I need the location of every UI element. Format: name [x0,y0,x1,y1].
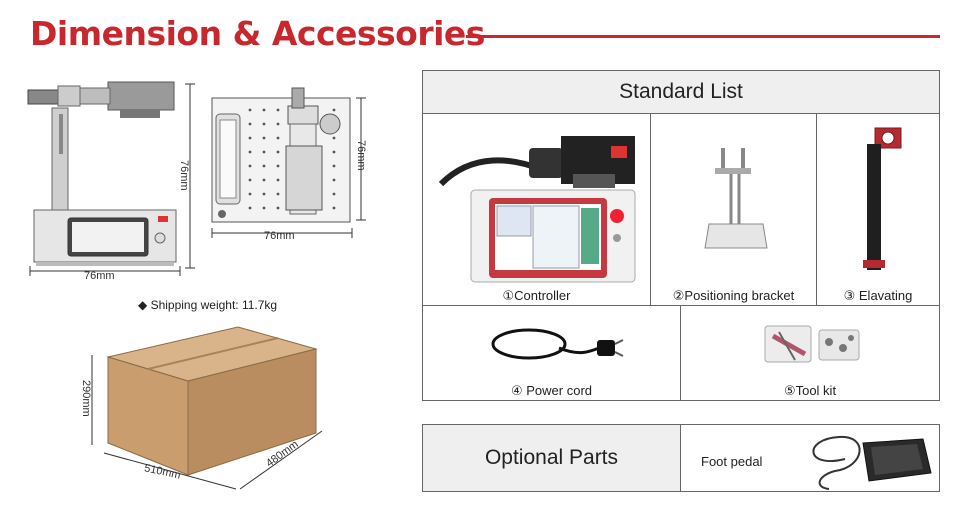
positioning-bracket-image [704,148,768,249]
controller-image [438,136,636,283]
standard-list-header: Standard List [422,70,940,114]
power-cord-label: ④ Power cord [510,383,592,398]
top-height-label: 76mm [355,140,367,171]
title-divider [466,35,940,38]
side-view-drawing [27,81,177,266]
top-view-drawing [211,87,351,223]
foot-pedal-image [812,435,932,490]
standard-item-power-cord: ④ Power cord [422,305,681,401]
page-title: Dimension & Accessories [30,14,485,53]
side-width-label: 76mm [84,270,115,282]
side-height-label: 76mm [178,160,190,191]
positioning-bracket-label: ②Positioning bracket [672,288,795,303]
side-width-dim-line [29,266,181,276]
shipping-weight: ◆ Shipping weight: 11.7kg [138,298,278,312]
tool-kit-label: ⑤Tool kit [783,383,837,398]
tool-kit-image [764,325,860,363]
foot-pedal-label: Foot pedal [701,454,763,469]
standard-item-tool-kit: ⑤Tool kit [680,305,940,401]
elevating-label: ③ Elavating [843,288,913,303]
power-cord-image [491,328,624,360]
shipping-box-image [106,326,318,476]
top-width-dim-line [211,228,353,238]
standard-item-positioning-bracket: ②Positioning bracket [650,113,817,306]
box-height-label: 290mm [80,380,92,417]
side-height-dim-line [185,83,195,269]
top-height-dim-line [356,97,366,221]
elevating-column-image [863,127,902,270]
controller-label: ①Controller [502,288,571,303]
box-dim-lines [91,355,323,490]
standard-item-controller: ①Controller [422,113,651,306]
optional-item-foot-pedal: Foot pedal [680,424,940,492]
optional-parts-header: Optional Parts [422,424,681,492]
standard-item-elevating: ③ Elavating [816,113,940,306]
top-width-label: 76mm [264,230,295,242]
